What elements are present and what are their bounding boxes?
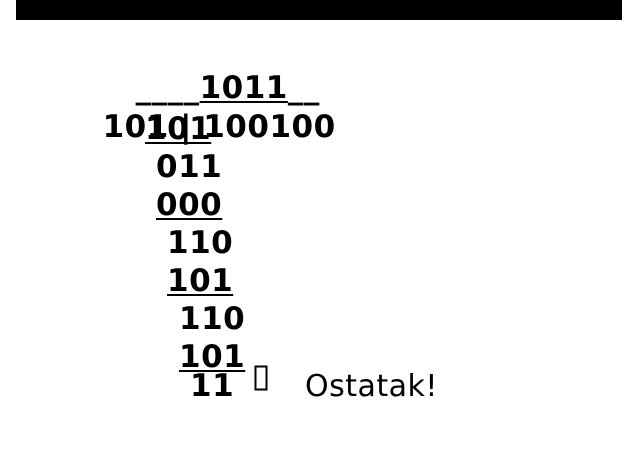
step-1: 101	[145, 111, 212, 147]
remainder-label: Ostatak!	[305, 369, 438, 404]
box-glyph-icon	[254, 364, 268, 392]
division-header: 101 | 100100	[80, 73, 336, 145]
quotient-trail-line: __	[287, 70, 320, 106]
step-3: 000	[156, 187, 223, 223]
step-2: 011	[156, 149, 223, 185]
step-5: 101	[167, 263, 234, 299]
quotient-lead-line: ____	[135, 70, 200, 106]
step-4: 110	[167, 225, 234, 261]
remainder: 11	[190, 368, 235, 404]
dividend: 100100	[203, 109, 336, 145]
quotient: 1011	[199, 70, 288, 106]
quotient-line: ____1011__	[113, 34, 320, 106]
divisor: 101	[102, 109, 169, 145]
division-separator: |	[168, 109, 204, 145]
top-black-bar	[16, 0, 622, 20]
step-6: 110	[179, 301, 246, 337]
step-7: 101	[179, 339, 246, 375]
